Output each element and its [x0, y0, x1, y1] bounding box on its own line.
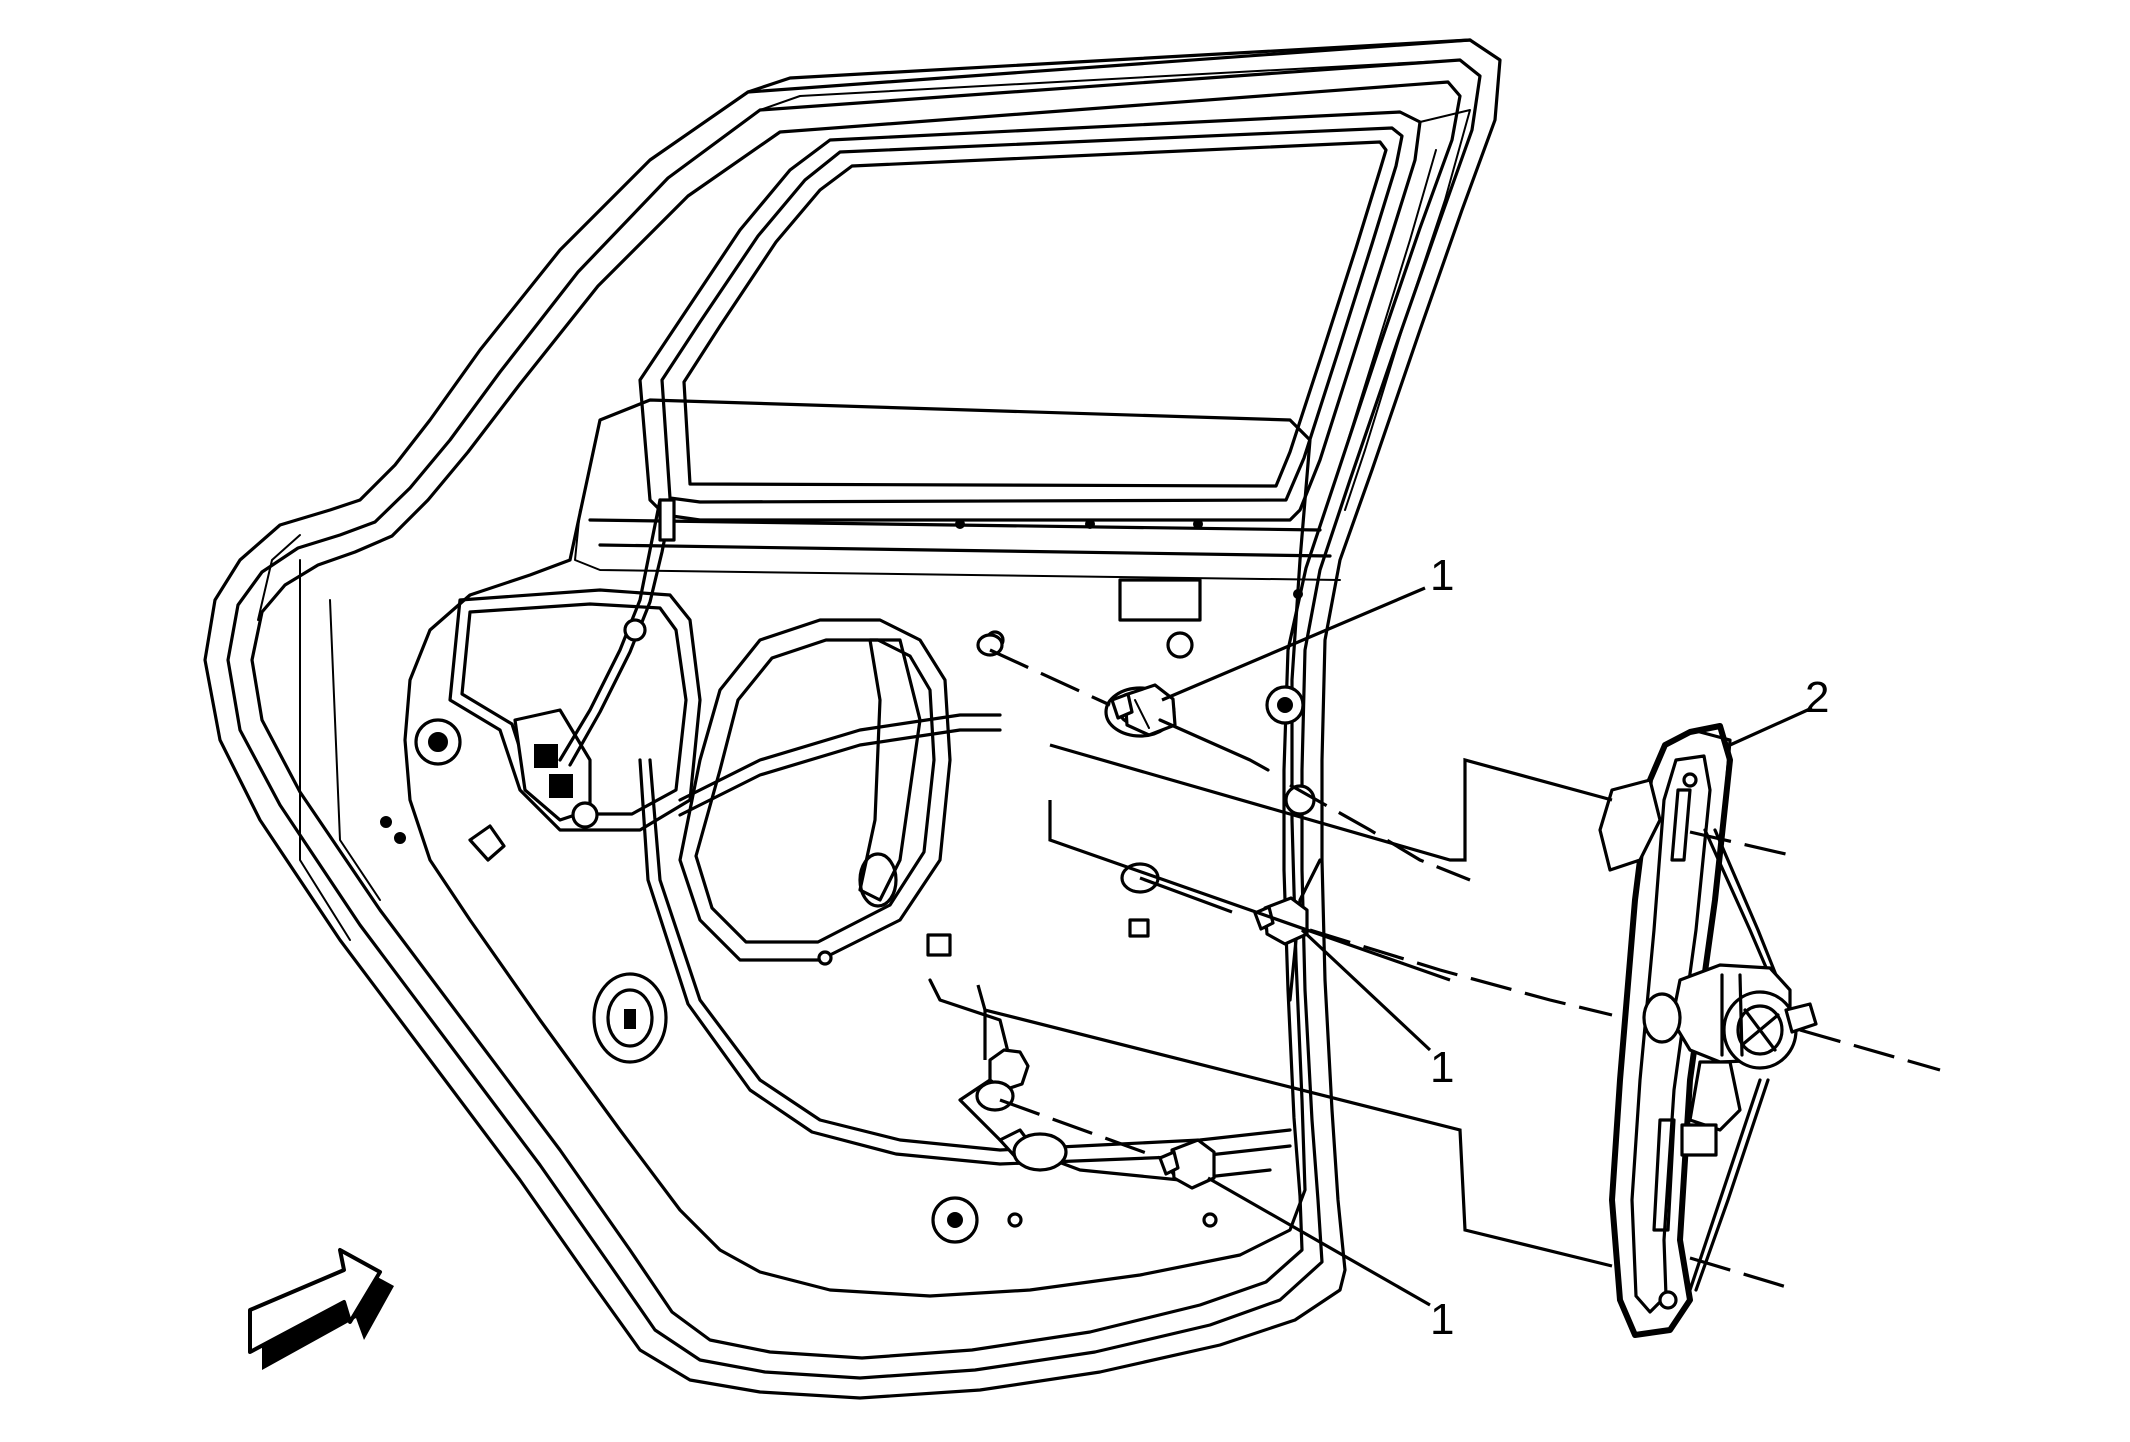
window-frame: [574, 38, 1472, 581]
view-direction-arrow-icon: [248, 1248, 394, 1370]
mounting-hole-top: [976, 633, 1004, 657]
callout-label-1-bottom: 1: [1430, 1295, 1454, 1344]
callout-label-1-middle: 1: [1430, 1043, 1454, 1092]
window-regulator: [1598, 723, 1818, 1338]
projection-lines: [976, 648, 1941, 1290]
inner-panel-details: [380, 498, 1322, 1244]
callout-label-1-top: 1: [1430, 551, 1454, 600]
callout-label-2-regulator: 2: [1805, 673, 1829, 722]
bolt-bottom: [1158, 1138, 1216, 1190]
callout-leaders: [1161, 586, 1813, 1307]
door-panel: [203, 38, 1502, 1400]
mounting-hole-low: [975, 1080, 1015, 1112]
bolt-top: [1104, 683, 1177, 738]
